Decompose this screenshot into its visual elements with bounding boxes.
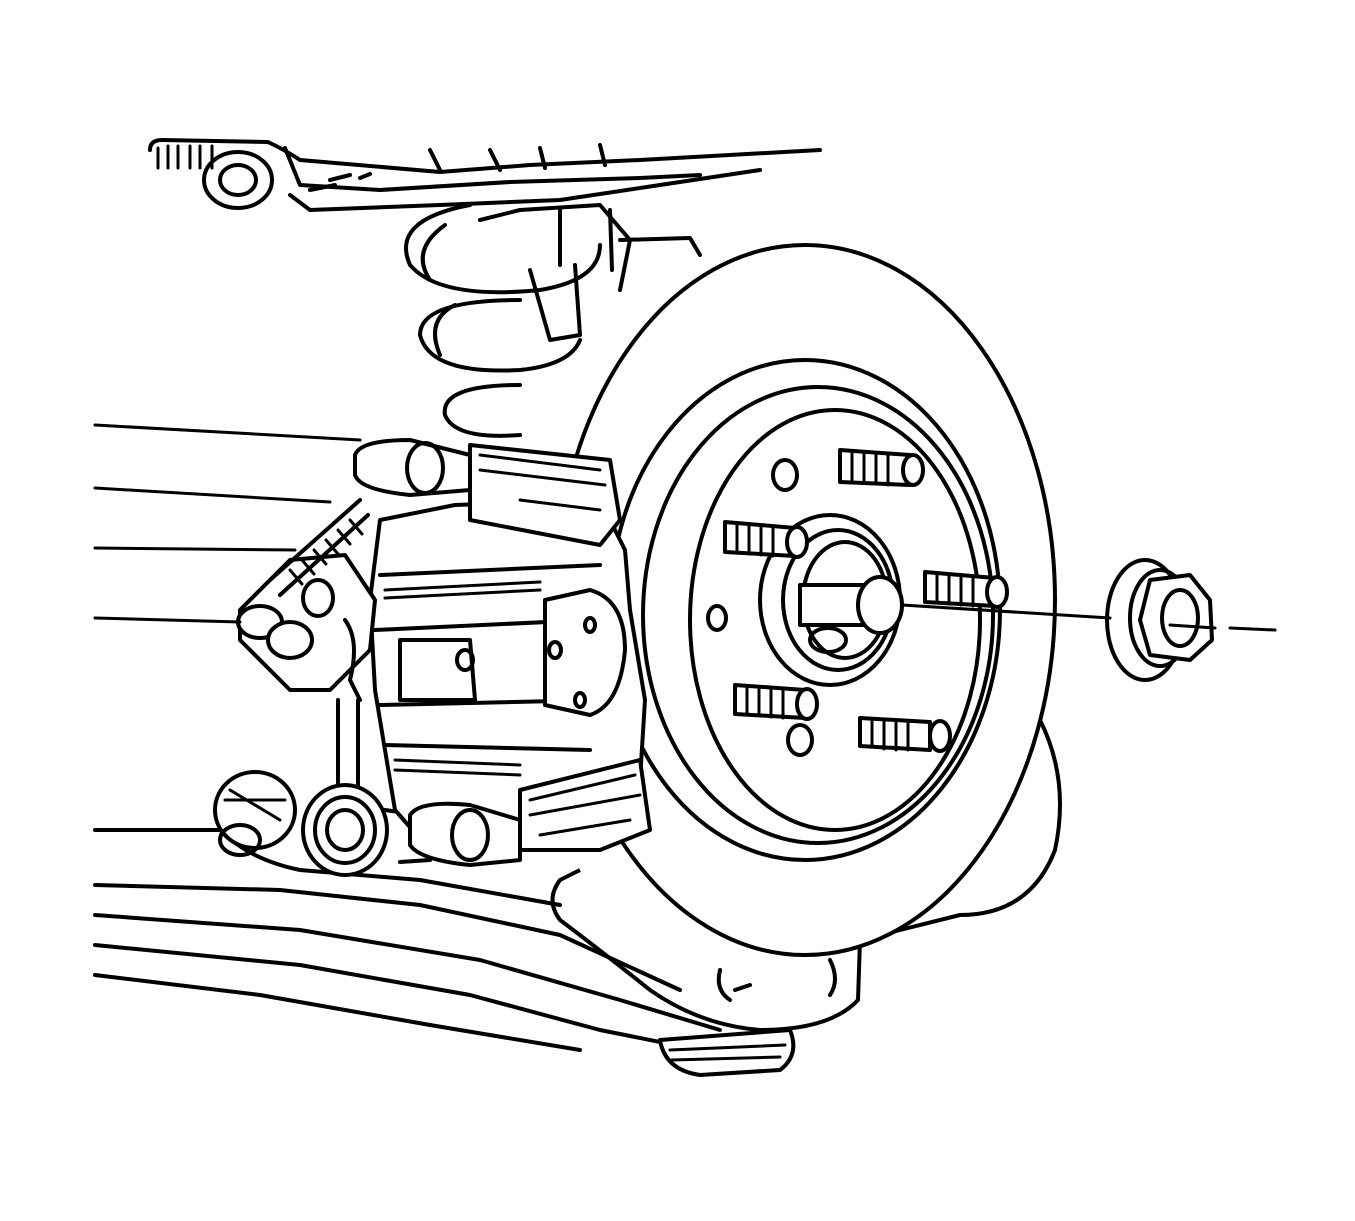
brake-caliper <box>353 438 652 867</box>
wheel-stud <box>923 570 1009 609</box>
caliper-lower-guide-pin <box>408 758 652 867</box>
upper-control-arm <box>148 138 822 212</box>
hub-nut-centerline <box>900 603 1277 632</box>
callout-leaders <box>93 423 362 624</box>
lower-control-arm <box>93 770 796 1077</box>
wheel-hub <box>706 448 1009 757</box>
wheel-stud <box>838 448 925 487</box>
wheel-stud <box>858 716 952 753</box>
caliper-upper-guide-pin <box>353 438 622 547</box>
leader-caliper-bracket <box>93 546 297 552</box>
leader-caliper-upper-guide-pin <box>93 423 362 442</box>
leader-caliper-lower-guide-pin <box>93 486 332 504</box>
hub-nut <box>1105 558 1214 682</box>
wheel-stud <box>723 520 809 559</box>
caliper-bracket <box>236 498 377 702</box>
wheel-stud <box>733 683 819 721</box>
coil-spring <box>404 203 702 438</box>
leader-hub-nut <box>93 616 242 624</box>
stabilizer-link <box>301 698 432 877</box>
